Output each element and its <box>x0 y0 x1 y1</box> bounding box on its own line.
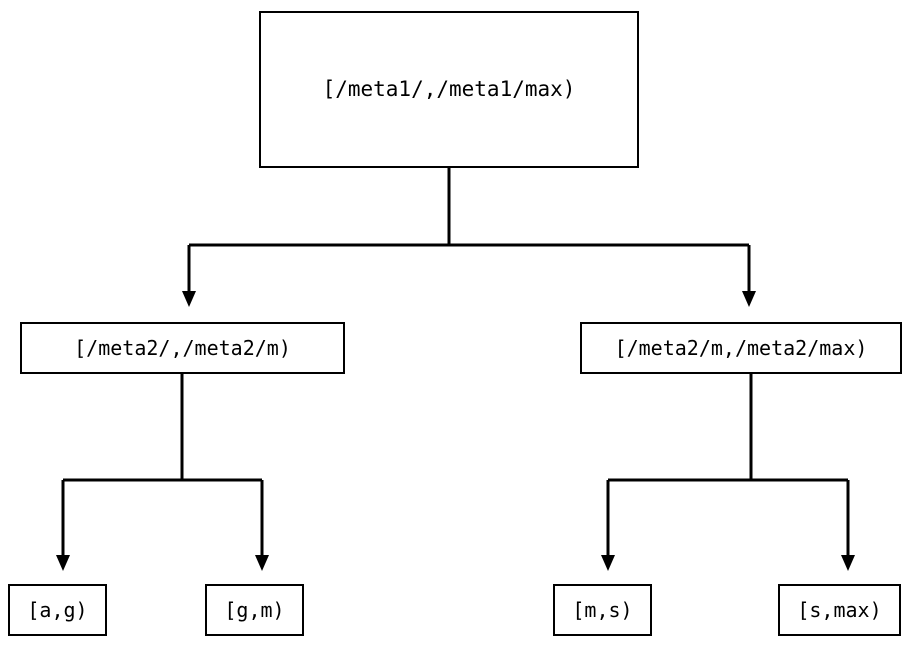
node-root-label: [/meta1/,/meta1/max) <box>322 77 576 101</box>
node-leaf-2[interactable]: [g,m) <box>205 584 304 636</box>
node-mid-left-label: [/meta2/,/meta2/m) <box>74 336 291 360</box>
arrowhead-mid-right <box>742 291 756 307</box>
node-mid-right[interactable]: [/meta2/m,/meta2/max) <box>580 322 902 374</box>
arrowhead-mid-left <box>182 291 196 307</box>
node-leaf-4-label: [s,max) <box>797 598 882 622</box>
node-root[interactable]: [/meta1/,/meta1/max) <box>259 11 639 168</box>
node-leaf-2-label: [g,m) <box>224 598 285 622</box>
arrowhead-leaf-2 <box>255 555 269 571</box>
node-leaf-1-label: [a,g) <box>27 598 88 622</box>
node-mid-right-label: [/meta2/m,/meta2/max) <box>614 336 868 360</box>
node-leaf-4[interactable]: [s,max) <box>778 584 901 636</box>
arrowhead-leaf-4 <box>841 555 855 571</box>
node-mid-left[interactable]: [/meta2/,/meta2/m) <box>20 322 345 374</box>
arrowhead-leaf-3 <box>601 555 615 571</box>
node-leaf-3[interactable]: [m,s) <box>553 584 652 636</box>
node-leaf-3-label: [m,s) <box>572 598 633 622</box>
arrowhead-leaf-1 <box>56 555 70 571</box>
node-leaf-1[interactable]: [a,g) <box>8 584 107 636</box>
